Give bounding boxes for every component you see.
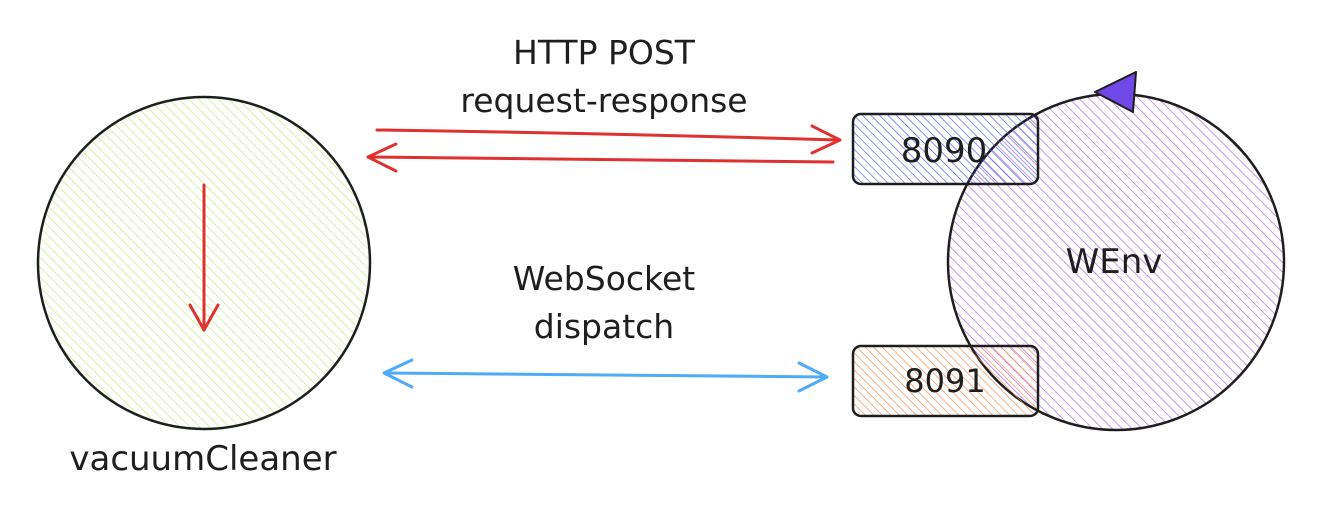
http-label-line1: HTTP POST	[513, 33, 696, 72]
http-response-arrow	[366, 142, 835, 173]
vacuum-direction-arrowhead	[188, 303, 220, 332]
wenv-marker-icon	[1094, 71, 1137, 113]
http-request-arrow	[375, 124, 842, 155]
port-8090-rect	[851, 112, 1040, 186]
websocket-label-line2: dispatch	[534, 307, 674, 346]
port-8090-box: 8090	[851, 112, 1040, 186]
websocket-edge: WebSocket dispatch	[382, 259, 829, 393]
port-8090-label: 8090	[901, 131, 988, 171]
port-8091-label: 8091	[904, 362, 985, 400]
wenv-label: WEnv	[1066, 242, 1163, 282]
http-label-line2: request-response	[460, 81, 747, 120]
websocket-bidirectional-arrow	[382, 358, 829, 393]
port-8091-box: 8091	[851, 344, 1040, 418]
port-8091-rect	[851, 344, 1040, 418]
http-edge: HTTP POST request-response	[366, 33, 842, 173]
vacuum-cleaner-label: vacuumCleaner	[69, 439, 336, 479]
websocket-label-line1: WebSocket	[513, 259, 695, 298]
vacuum-cleaner-node: vacuumCleaner	[36, 95, 372, 479]
